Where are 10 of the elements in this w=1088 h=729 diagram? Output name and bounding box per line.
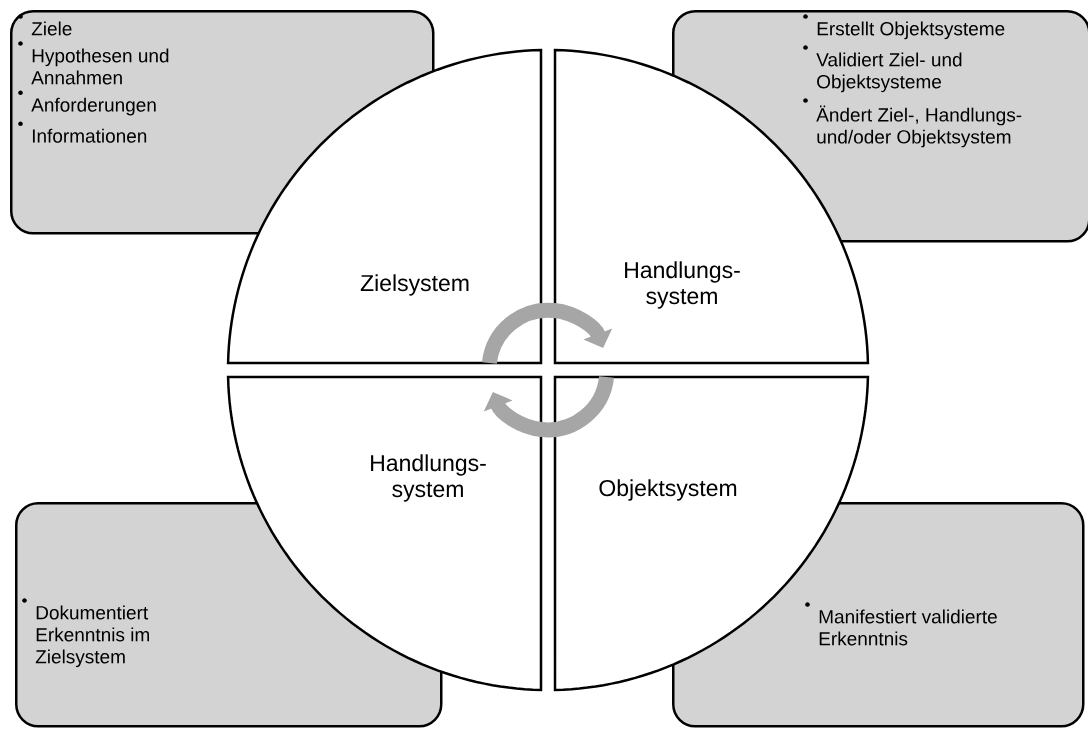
bullet-item: Anforderungen bbox=[18, 90, 156, 116]
bullet-item: Erstellt Objektsysteme bbox=[803, 14, 1005, 40]
bullet-item: Hypothesen und Annahmen bbox=[18, 41, 169, 85]
cycle-arrow bbox=[483, 375, 614, 438]
quadrant-segment: Zielsystem bbox=[226, 48, 543, 365]
bullet-item: Ziele bbox=[18, 14, 72, 36]
bullet-item: Dokumentiert Erkenntnis im Zielsystem bbox=[22, 598, 149, 668]
cycle-arrow bbox=[482, 302, 613, 365]
bullet-item: Informationen bbox=[18, 121, 147, 143]
quadrant-segment: Handlungs- system bbox=[226, 375, 543, 692]
